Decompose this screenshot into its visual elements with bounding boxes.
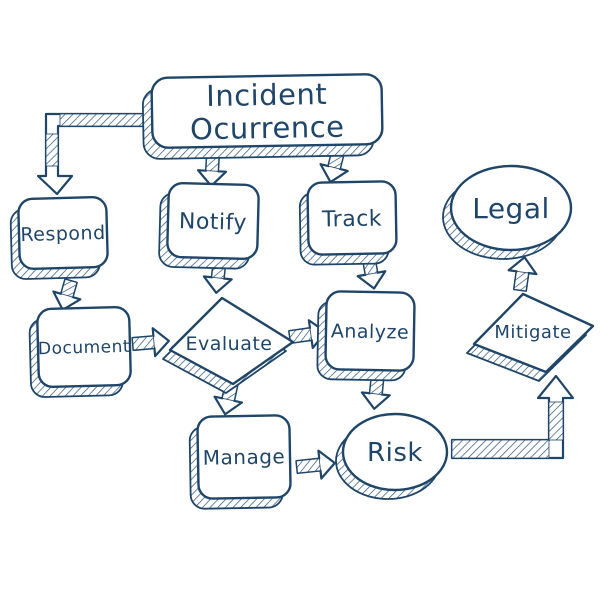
node-mitigate: Mitigate bbox=[466, 292, 595, 382]
node-evaluate-shape bbox=[168, 296, 295, 386]
node-legal: Legal bbox=[442, 164, 573, 260]
node-evaluate: Evaluate bbox=[162, 296, 295, 394]
node-notify-shape bbox=[166, 181, 260, 261]
node-respond-label: Respond bbox=[20, 222, 106, 246]
node-document-shape bbox=[36, 305, 132, 389]
node-track-label: Track bbox=[321, 206, 383, 232]
node-respond: Respond bbox=[9, 196, 109, 280]
node-notify-label: Notify bbox=[179, 209, 248, 236]
node-risk-label: Risk bbox=[367, 438, 423, 468]
arrow-respond-document bbox=[52, 278, 82, 311]
arrow-incident-respond bbox=[36, 112, 154, 196]
node-manage: Manage bbox=[188, 414, 292, 510]
node-notify: Notify bbox=[158, 181, 260, 270]
arrow-manage-risk bbox=[295, 449, 336, 480]
node-mitigate-label: Mitigate bbox=[494, 322, 571, 343]
node-document: Document bbox=[28, 305, 132, 398]
node-manage-label: Manage bbox=[203, 444, 286, 469]
node-analyze-shape bbox=[324, 290, 416, 372]
node-incident-label-line1: Incident bbox=[206, 77, 328, 113]
node-respond-shape bbox=[17, 196, 109, 270]
node-legal-shape bbox=[449, 164, 573, 252]
node-incident: Incident Ocurrence bbox=[141, 73, 384, 160]
node-legal-label: Legal bbox=[472, 192, 550, 225]
node-document-label: Document bbox=[38, 337, 131, 359]
arrow-risk-mitigate bbox=[450, 374, 575, 460]
node-track: Track bbox=[298, 180, 398, 266]
node-analyze-label: Analyze bbox=[331, 320, 410, 343]
node-mitigate-shape bbox=[472, 292, 595, 374]
arrow-mitigate-legal bbox=[507, 256, 538, 292]
node-risk: Risk bbox=[335, 412, 449, 500]
node-incident-label-line2: Ocurrence bbox=[190, 110, 345, 147]
node-risk-shape bbox=[341, 412, 449, 492]
node-manage-shape bbox=[196, 414, 292, 500]
node-analyze: Analyze bbox=[316, 290, 416, 382]
node-track-shape bbox=[306, 180, 398, 256]
node-evaluate-label: Evaluate bbox=[186, 333, 273, 355]
node-incident-shape bbox=[150, 73, 384, 149]
arrow-document-evaluate bbox=[131, 327, 170, 358]
